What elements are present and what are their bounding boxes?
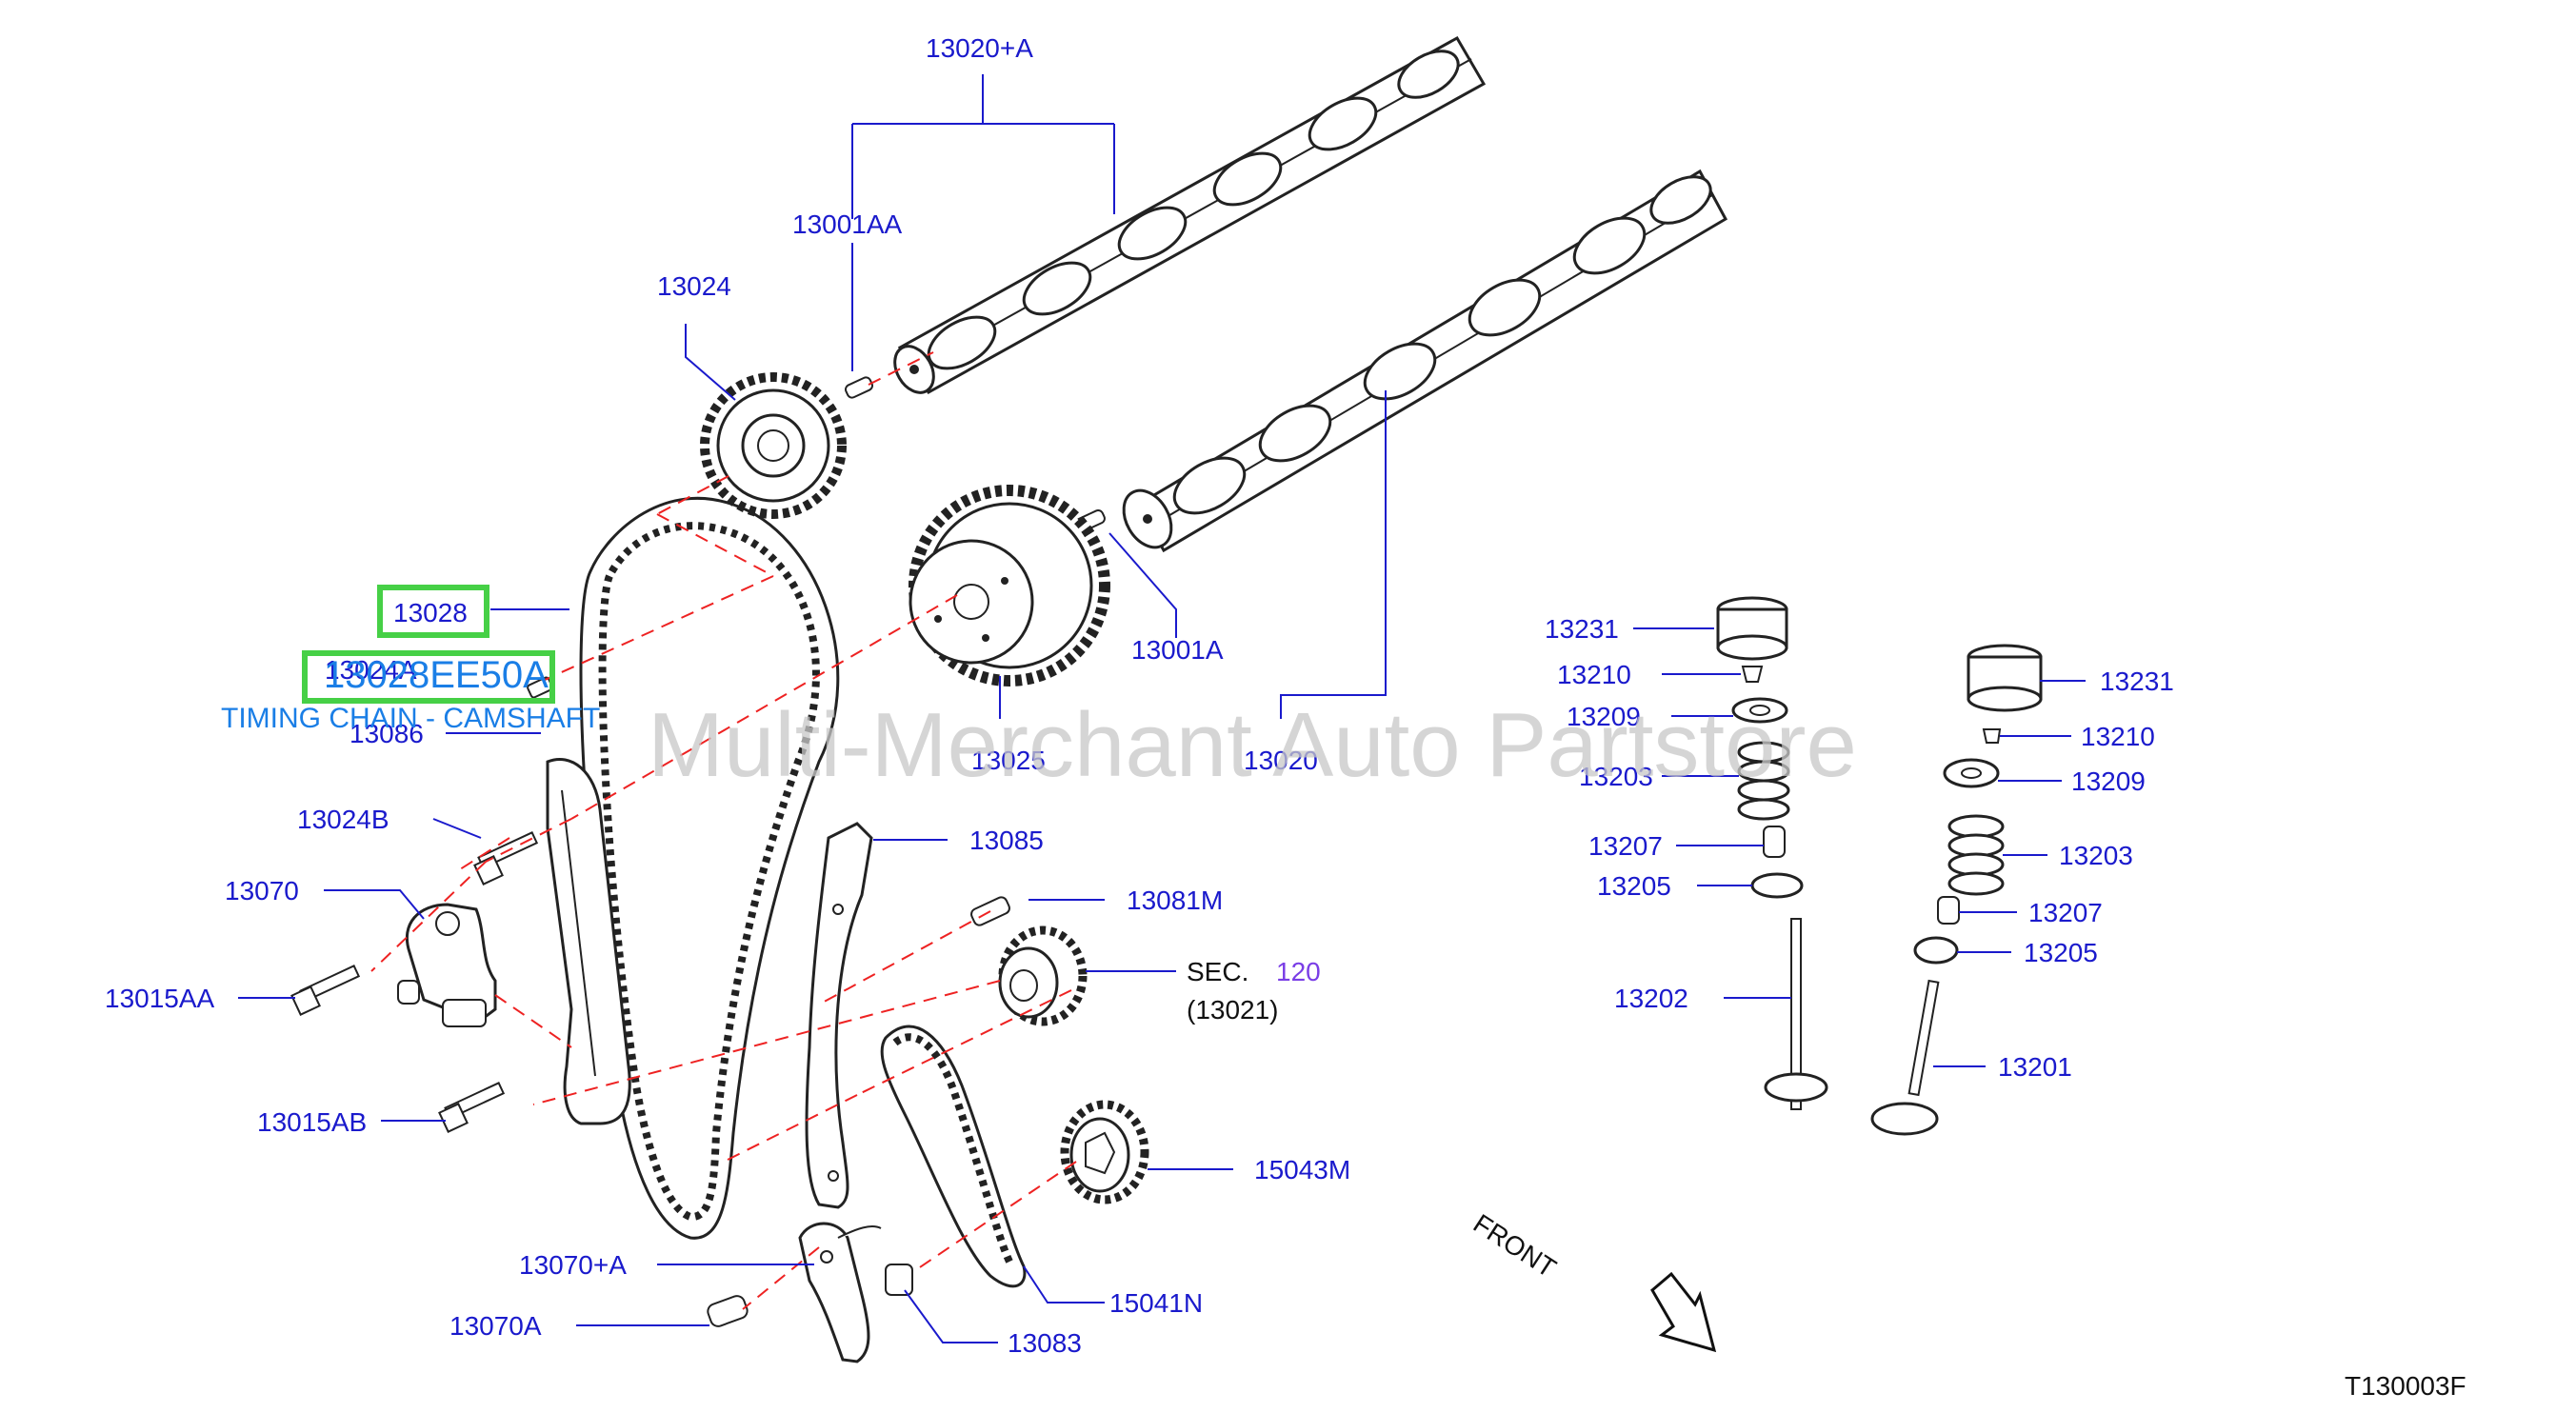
bolt-13015AB: [438, 1082, 506, 1133]
exhaust-camshaft-illustration: [1122, 169, 1728, 553]
callout-labels: 13020+A 13001AA 13024 13028 13024A 13086…: [105, 33, 2174, 1358]
label-13210-left: 13210: [1557, 660, 1631, 689]
intake-camshaft-illustration: [893, 35, 1487, 394]
oil-pump-chain-15041N: [880, 1025, 1027, 1288]
front-arrow-icon: [1650, 1271, 1717, 1353]
pin-13070A: [707, 1295, 749, 1327]
label-13015AA: 13015AA: [105, 984, 215, 1013]
label-13020A: 13020+A: [926, 33, 1033, 63]
timing-chain-camshaft-13028: [579, 496, 840, 1240]
oil-pump-sprocket-15043M: [1060, 1100, 1149, 1204]
label-13205-right: 13205: [2024, 938, 2098, 967]
oil-pump-chain-tensioner-13070A: [798, 1222, 882, 1363]
label-13020: 13020: [1244, 746, 1318, 775]
chain-tensioner-13070: [397, 903, 497, 1027]
label-13201: 13201: [1998, 1052, 2072, 1082]
chain-guide-13085: [805, 822, 873, 1209]
label-15043M: 15043M: [1254, 1155, 1350, 1184]
label-13015AB: 13015AB: [257, 1107, 367, 1137]
highlight-description: TIMING CHAIN - CAMSHAFT: [221, 703, 600, 734]
label-13028: 13028: [393, 598, 468, 627]
label-13209-left: 13209: [1567, 702, 1641, 731]
label-13205-left: 13205: [1597, 871, 1671, 901]
label-13024A: 13024A: [325, 655, 417, 685]
label-13070: 13070: [225, 876, 299, 906]
highlight-box-13028: [377, 585, 489, 638]
label-13024B: 13024B: [297, 805, 389, 834]
label-sec-number: 120: [1276, 957, 1321, 986]
label-13083: 13083: [1008, 1328, 1082, 1358]
label-13210-right: 13210: [2081, 722, 2155, 751]
figure-id: T130003F: [2345, 1371, 2466, 1401]
label-sec-part: (13021): [1187, 995, 1279, 1025]
selected-part-highlight[interactable]: 13028EE50A TIMING CHAIN - CAMSHAFT: [221, 585, 600, 734]
label-13070A: 13070A: [449, 1311, 542, 1341]
label-13085: 13085: [969, 826, 1044, 855]
label-13202: 13202: [1614, 984, 1688, 1013]
label-13024: 13024: [657, 271, 731, 301]
label-13086: 13086: [349, 719, 424, 748]
highlight-box-part-number: [302, 650, 555, 704]
label-15041N: 15041N: [1109, 1288, 1203, 1318]
label-13209-right: 13209: [2071, 766, 2146, 796]
centerlines: [370, 351, 1077, 1310]
label-13081M: 13081M: [1127, 886, 1223, 915]
label-13203-right: 13203: [2059, 841, 2133, 870]
store-watermark: Multi-Merchant Auto Partstore: [648, 694, 1857, 796]
label-13070-plus-A: 13070+A: [519, 1250, 627, 1280]
intake-dowel-pin: [844, 376, 874, 399]
bolt-13015AA: [290, 965, 361, 1016]
nut-13083: [885, 1264, 913, 1296]
highlight-part-number: 13028EE50A: [324, 654, 549, 696]
front-direction-indicator: FRONT: [1468, 1208, 1717, 1353]
valve-train-right: [1870, 644, 2043, 1136]
crankshaft-sprocket-13021: [998, 925, 1088, 1026]
label-13001AA: 13001AA: [792, 209, 903, 239]
front-label: FRONT: [1468, 1208, 1562, 1284]
label-13231-left: 13231: [1545, 614, 1619, 644]
label-13207-left: 13207: [1588, 831, 1663, 861]
camshaft-sprocket-13024: [700, 372, 847, 519]
label-sec-prefix: SEC.: [1187, 957, 1248, 986]
label-13207-right: 13207: [2028, 898, 2103, 927]
label-13203-left: 13203: [1579, 762, 1653, 791]
label-13001A: 13001A: [1131, 635, 1224, 665]
label-13025: 13025: [971, 746, 1046, 775]
valve-timing-control-sprocket-13025: [909, 485, 1110, 687]
label-13231-right: 13231: [2100, 667, 2174, 696]
leader-lines: [238, 74, 2086, 1343]
